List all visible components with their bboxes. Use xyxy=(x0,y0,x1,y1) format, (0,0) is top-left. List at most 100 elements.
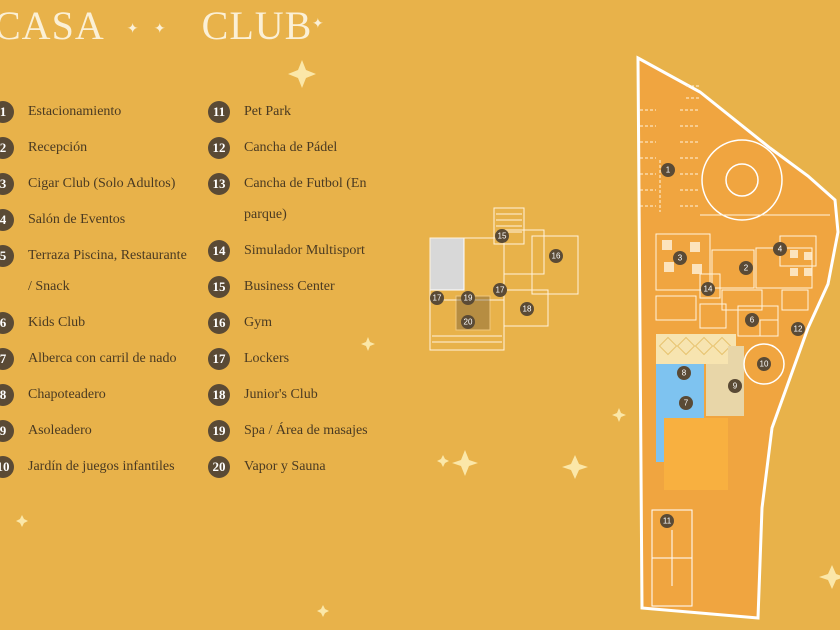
svg-text:10: 10 xyxy=(760,360,769,369)
legend-label: Salón de Eventos xyxy=(28,212,126,227)
legend-label: Alberca con carril de nado xyxy=(28,351,177,366)
legend-label: Spa / Área de masajes xyxy=(244,423,368,438)
number-badge: 6 xyxy=(0,312,14,334)
map-marker-11: 12 xyxy=(791,322,805,336)
legend-label: Estacionamiento xyxy=(28,104,122,119)
svg-text:11: 11 xyxy=(663,517,672,526)
legend-item-15: 15 Business Center xyxy=(208,275,378,302)
number-badge: 4 xyxy=(0,209,14,231)
legend-item-17: 17 Lockers xyxy=(208,347,378,374)
legend-label: Cigar Club (Solo Adultos) xyxy=(28,176,176,191)
svg-text:4: 4 xyxy=(778,245,783,254)
main-site-plan xyxy=(636,55,840,620)
legend-item-3: 3 Cigar Club (Solo Adultos) xyxy=(0,172,192,199)
map-marker-2: 2 xyxy=(739,261,753,275)
map-marker-12: 11 xyxy=(660,514,674,528)
svg-text:14: 14 xyxy=(704,285,713,294)
number-badge: 19 xyxy=(208,420,230,442)
legend-label: Pet Park xyxy=(244,104,292,119)
svg-text:9: 9 xyxy=(733,382,738,391)
legend-label: Gym xyxy=(244,315,272,330)
number-badge: 8 xyxy=(0,384,14,406)
legend-item-4: 4 Salón de Eventos xyxy=(0,208,192,235)
number-badge: 20 xyxy=(208,456,230,478)
legend-label: Terraza Piscina, Restaurante / Snack xyxy=(28,248,187,294)
legend-label: Kids Club xyxy=(28,315,86,330)
legend-item-11: 11 Pet Park xyxy=(208,100,378,127)
number-badge: 13 xyxy=(208,173,230,195)
legend-label: Cancha de Pádel xyxy=(244,140,338,155)
number-badge: 5 xyxy=(0,245,14,267)
number-badge: 11 xyxy=(208,101,230,123)
svg-text:15: 15 xyxy=(498,232,507,241)
map-marker-15: 15 xyxy=(495,229,509,243)
svg-text:1: 1 xyxy=(666,166,671,175)
legend-label: Recepción xyxy=(28,140,88,155)
legend-item-6: 6 Kids Club xyxy=(0,311,192,338)
map-markers: 1 3 2 4 14 6 12 10 8 9 7 11 15 16 17 17 … xyxy=(430,163,805,528)
number-badge: 12 xyxy=(208,137,230,159)
svg-text:8: 8 xyxy=(682,369,687,378)
svg-text:19: 19 xyxy=(464,294,473,303)
legend-label: Cancha de Futbol (En parque) xyxy=(244,176,367,222)
svg-text:17: 17 xyxy=(496,286,505,295)
svg-text:3: 3 xyxy=(678,254,683,263)
map-marker-18: 18 xyxy=(520,302,534,316)
map-marker-14: 14 xyxy=(701,282,715,296)
legend-item-20: 20 Vapor y Sauna xyxy=(208,455,378,482)
svg-text:7: 7 xyxy=(684,399,689,408)
map-marker-10: 10 xyxy=(757,357,771,371)
map-marker-4: 4 xyxy=(773,242,787,256)
map-marker-17: 17 xyxy=(430,291,444,305)
number-badge: 7 xyxy=(0,348,14,370)
svg-text:17: 17 xyxy=(433,294,442,303)
svg-text:2: 2 xyxy=(744,264,749,273)
legend-item-10: 10 Jardín de juegos infantiles xyxy=(0,455,192,482)
number-badge: 17 xyxy=(208,348,230,370)
number-badge: 9 xyxy=(0,420,14,442)
legend-label: Vapor y Sauna xyxy=(244,459,326,474)
svg-text:20: 20 xyxy=(464,318,473,327)
map-marker-9: 9 xyxy=(728,379,742,393)
legend-label: Chapoteadero xyxy=(28,387,106,402)
legend-item-9: 9 Asoleadero xyxy=(0,419,192,446)
page-title: CASA✦ ✦CLUB xyxy=(0,2,312,49)
legend-item-16: 16 Gym xyxy=(208,311,378,338)
svg-text:18: 18 xyxy=(523,305,532,314)
map-marker-8: 8 xyxy=(677,366,691,380)
number-badge: 18 xyxy=(208,384,230,406)
map-marker-19: 19 xyxy=(461,291,475,305)
legend-item-18: 18 Junior's Club xyxy=(208,383,378,410)
svg-text:6: 6 xyxy=(750,316,755,325)
map-marker-16: 16 xyxy=(549,249,563,263)
map-marker-1: 1 xyxy=(661,163,675,177)
number-badge: 3 xyxy=(0,173,14,195)
legend-column-2: 11 Pet Park 12 Cancha de Pádel 13 Cancha de F… xyxy=(208,100,378,491)
map-marker-7: 7 xyxy=(679,396,693,410)
legend-label: Asoleadero xyxy=(28,423,92,438)
legend-label: Business Center xyxy=(244,279,335,294)
title-word-casa: CASA xyxy=(0,3,105,48)
number-badge: 10 xyxy=(0,456,14,478)
number-badge: 16 xyxy=(208,312,230,334)
legend-item-5: 5 Terraza Piscina, Restaurante / Snack xyxy=(0,244,192,302)
sparkle-star-icon: ✦ xyxy=(312,16,324,32)
legend-item-8: 8 Chapoteadero xyxy=(0,383,192,410)
sparkle-star-icon xyxy=(16,60,840,617)
number-badge: 14 xyxy=(208,240,230,262)
legend-label: Jardín de juegos infantiles xyxy=(28,459,175,474)
number-badge: 15 xyxy=(208,276,230,298)
legend-label: Lockers xyxy=(244,351,290,366)
map-marker-20: 20 xyxy=(461,315,475,329)
title-word-club: CLUB xyxy=(201,3,313,48)
map-marker-6: 6 xyxy=(745,313,759,327)
svg-text:16: 16 xyxy=(552,252,561,261)
svg-text:12: 12 xyxy=(794,325,803,334)
legend-item-7: 7 Alberca con carril de nado xyxy=(0,347,192,374)
legend-label: Junior's Club xyxy=(244,387,318,402)
